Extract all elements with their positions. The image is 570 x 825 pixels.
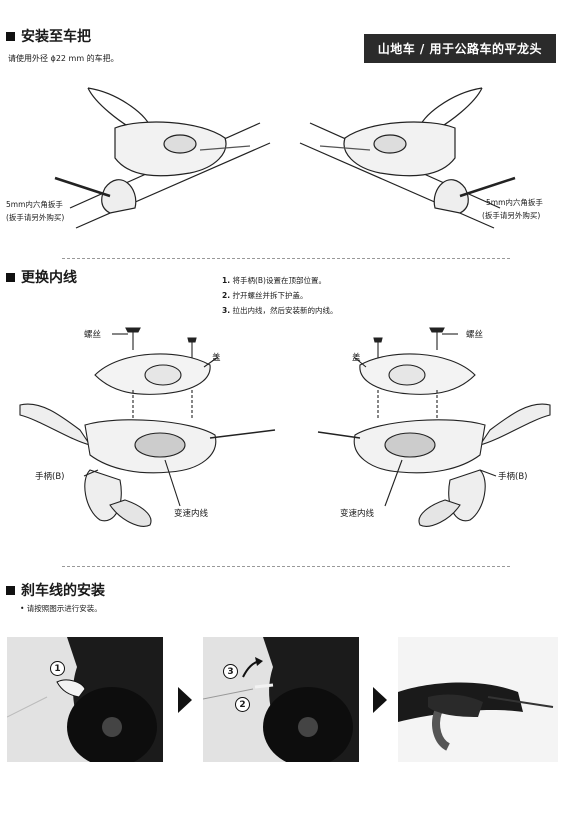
wrench-label-left-2: (扳手请另外购买) bbox=[6, 213, 65, 222]
brake-photo-2-image bbox=[203, 637, 359, 762]
square-bullet-icon bbox=[6, 585, 15, 595]
step-number: 1. bbox=[222, 276, 231, 285]
square-bullet-icon bbox=[6, 31, 15, 41]
brake-photo-1: 1 bbox=[7, 637, 163, 762]
next-step-arrow-icon bbox=[178, 687, 192, 713]
brake-note: • 请按照图示进行安装。 bbox=[20, 604, 102, 613]
category-badge: 山地车 / 用于公路车的平龙头 bbox=[363, 34, 556, 63]
steps-list: 1. 将手柄(B)设置在顶部位置。 2. 拧开螺丝并拆下护盖。 3. 拉出内线，… bbox=[222, 275, 337, 316]
section-brake-title-text: 刹车线的安装 bbox=[21, 583, 105, 599]
step-item: 2. 拧开螺丝并拆下护盖。 bbox=[222, 290, 337, 301]
left-cover-label: 盖 bbox=[212, 353, 221, 363]
step-item: 3. 拉出内线，然后安装新的内线。 bbox=[222, 305, 337, 316]
section-cable-title-text: 更换内线 bbox=[21, 270, 77, 286]
square-bullet-icon bbox=[6, 272, 15, 282]
divider-2 bbox=[62, 566, 510, 567]
brake-photo-2: 3 2 bbox=[203, 637, 359, 762]
right-cover-label: 盖 bbox=[352, 353, 361, 363]
step-item: 1. 将手柄(B)设置在顶部位置。 bbox=[222, 275, 337, 286]
right-lever-label: 手柄(B) bbox=[498, 472, 528, 482]
section-install-title: 安装至车把 bbox=[6, 26, 91, 46]
handlebar-install-illustration bbox=[54, 87, 516, 229]
left-lever-label: 手柄(B) bbox=[35, 472, 65, 482]
divider-1 bbox=[62, 258, 510, 259]
step-text: 拧开螺丝并拆下护盖。 bbox=[232, 291, 308, 300]
handlebar-note: 请使用外径 ϕ22 mm 的车把。 bbox=[8, 54, 119, 63]
step-number-badge: 1 bbox=[50, 661, 65, 676]
section-install-title-text: 安装至车把 bbox=[21, 29, 91, 45]
cable-replacement-illustration bbox=[19, 327, 551, 527]
step-text: 将手柄(B)设置在顶部位置。 bbox=[232, 276, 326, 285]
right-screw-label: 螺丝 bbox=[466, 330, 484, 340]
wrench-label-right-1: 5mm内六角扳手 bbox=[486, 198, 543, 207]
step-number-badge: 2 bbox=[235, 697, 250, 712]
section-brake-title: 刹车线的安装 bbox=[6, 580, 105, 600]
next-step-arrow-icon bbox=[373, 687, 387, 713]
left-screw-label: 螺丝 bbox=[84, 330, 102, 340]
step-number: 3. bbox=[222, 306, 231, 315]
left-cable-label: 变速内线 bbox=[174, 509, 209, 519]
brake-photo-3 bbox=[398, 637, 558, 762]
step-text: 拉出内线，然后安装新的内线。 bbox=[232, 306, 338, 315]
brake-photo-3-image bbox=[398, 637, 558, 762]
wrench-label-right-2: (扳手请另外购买) bbox=[482, 211, 541, 220]
wrench-label-left-1: 5mm内六角扳手 bbox=[6, 200, 63, 209]
brake-photo-1-image bbox=[7, 637, 163, 762]
right-cable-label: 变速内线 bbox=[340, 509, 375, 519]
section-cable-title: 更换内线 bbox=[6, 267, 77, 287]
step-number-badge: 3 bbox=[223, 664, 238, 679]
step-number: 2. bbox=[222, 291, 231, 300]
